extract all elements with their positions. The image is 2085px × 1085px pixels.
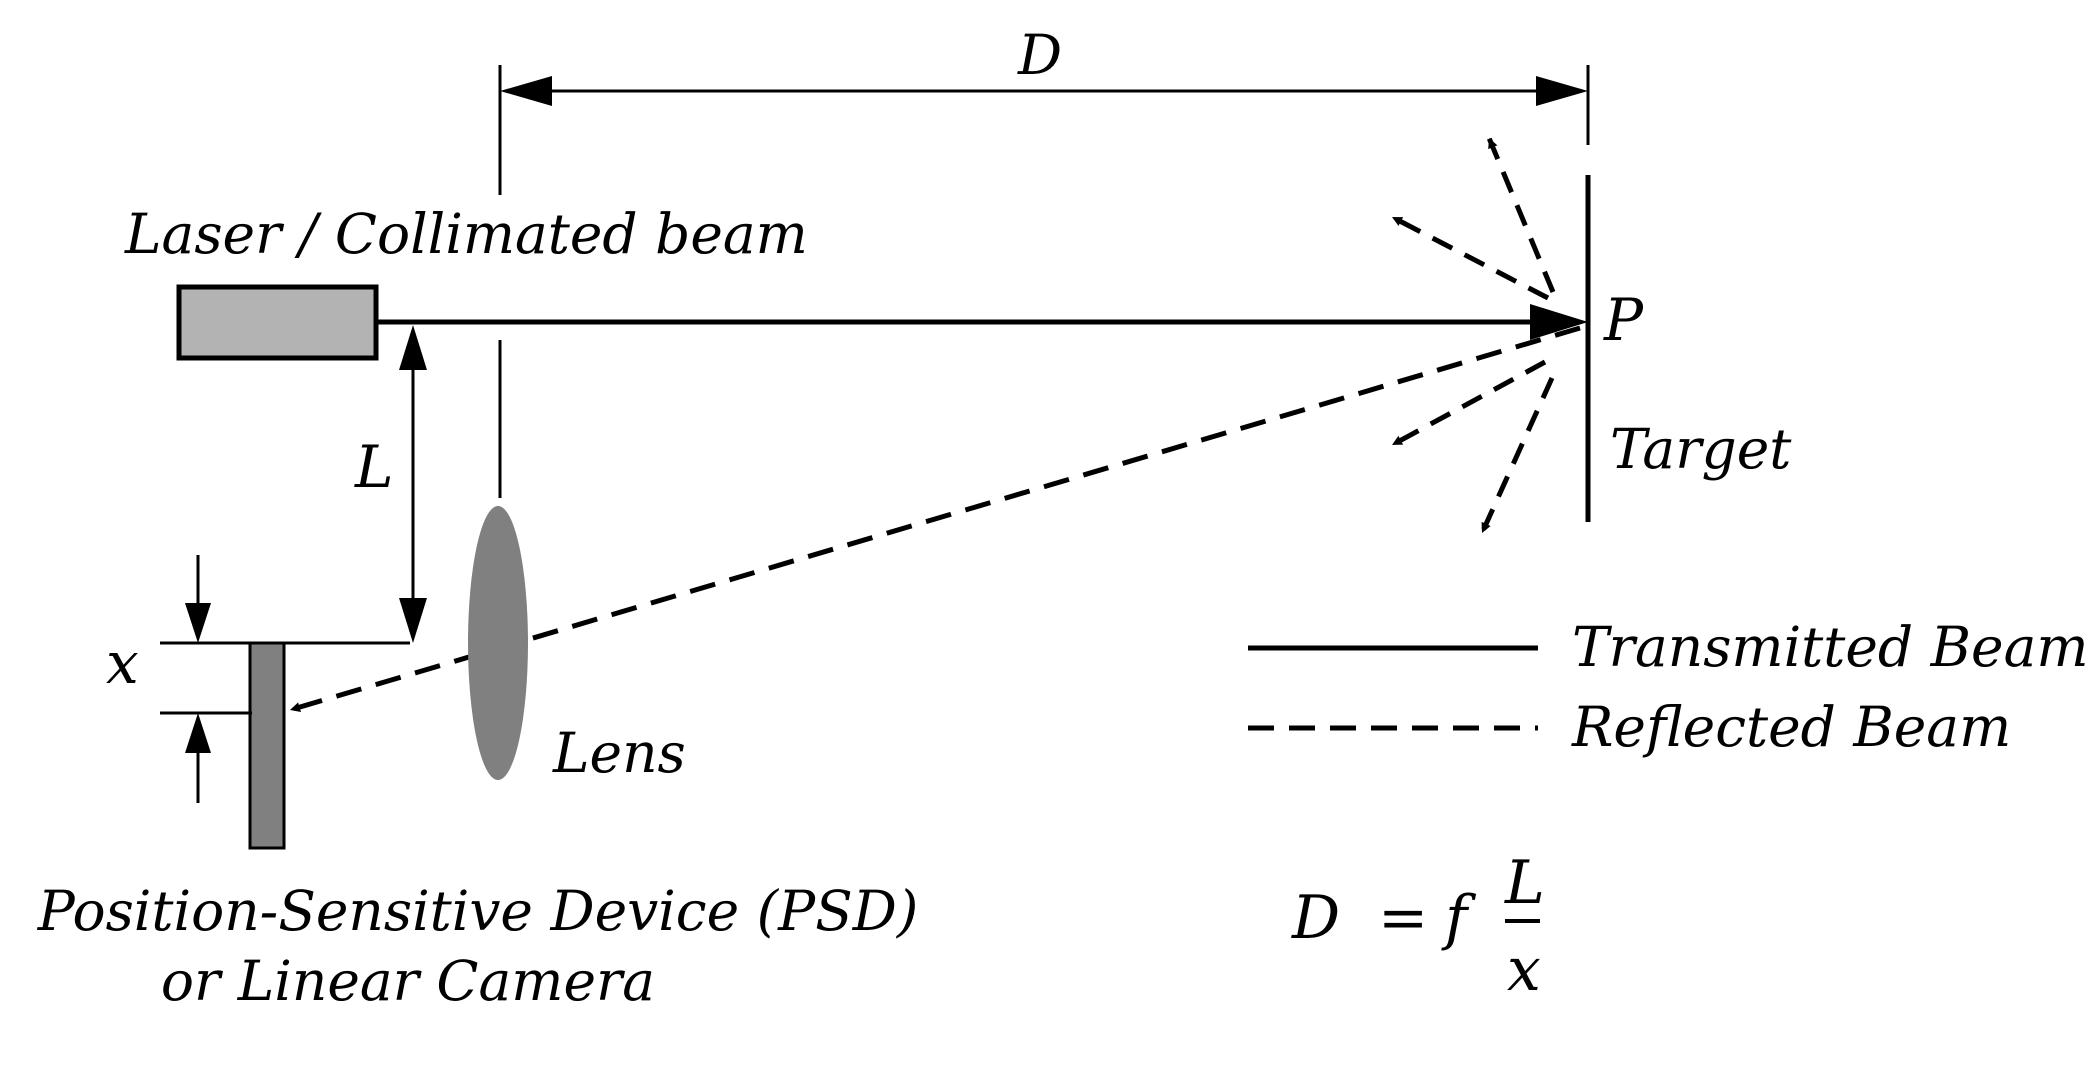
distance-label: D xyxy=(1017,23,1062,87)
transmitted-beam-arrow xyxy=(1530,304,1588,340)
scattered-reflections xyxy=(1390,137,1556,535)
laser-body xyxy=(176,284,379,361)
scatter-ray-1 xyxy=(1486,137,1556,293)
scatter-ray-4 xyxy=(1479,376,1555,535)
legend-reflected-label: Reflected Beam xyxy=(1571,695,2011,759)
x-arrow-top xyxy=(185,603,211,643)
offset-label: x xyxy=(106,629,139,697)
range-equation: D = f L x xyxy=(1291,848,1545,1005)
lens-label: Lens xyxy=(552,721,686,785)
laser-label: Laser / Collimated beam xyxy=(124,202,808,266)
legend: Transmitted Beam Reflected Beam xyxy=(1248,615,2085,759)
distance-dimension: D xyxy=(498,23,1590,195)
equation-lhs: D xyxy=(1291,883,1340,953)
equation-equals: = xyxy=(1378,883,1428,953)
scatter-ray-2 xyxy=(1390,214,1550,301)
scatter-ray-3 xyxy=(1390,359,1547,448)
x-arrow-bottom xyxy=(185,713,211,753)
baseline-label: L xyxy=(354,433,394,501)
l-arrow-top xyxy=(399,325,427,370)
legend-transmitted-label: Transmitted Beam xyxy=(1572,615,2085,679)
detector-label-line1: Position-Sensitive Device (PSD) xyxy=(37,879,919,943)
offset-dimension: x xyxy=(106,555,252,803)
l-arrow-bottom xyxy=(399,598,427,643)
d-arrow-left xyxy=(500,76,552,106)
target-label: Target xyxy=(1610,417,1792,481)
d-arrow-right xyxy=(1536,76,1588,106)
equation-numerator: L xyxy=(1504,848,1545,918)
equation-denominator: x xyxy=(1507,935,1541,1005)
psd-detector xyxy=(248,641,286,850)
lens xyxy=(468,506,528,780)
baseline-dimension: L xyxy=(160,325,427,645)
detector-label-line2: or Linear Camera xyxy=(161,949,655,1013)
point-p-label: P xyxy=(1603,286,1644,354)
equation-factor: f xyxy=(1441,883,1477,953)
